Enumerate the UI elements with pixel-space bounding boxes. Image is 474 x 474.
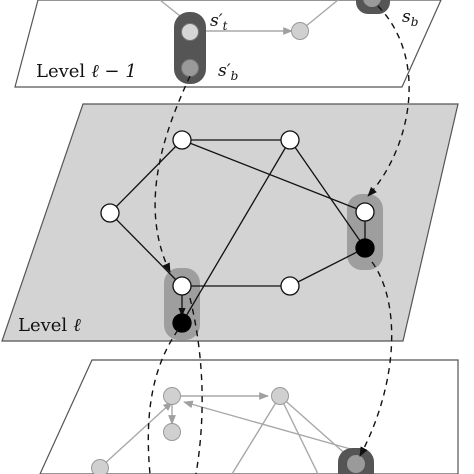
node-middle-filled <box>355 238 375 258</box>
node-s-b-prime <box>181 59 199 77</box>
edge-middle <box>289 139 366 249</box>
node-bottom-faded <box>163 387 181 405</box>
plane-level-l-minus-1 <box>14 0 442 88</box>
edge-bottom-faded <box>279 395 351 459</box>
edge-middle <box>181 139 291 324</box>
node-middle-filled <box>172 313 192 333</box>
edge-middle <box>289 247 366 287</box>
node-bottom-faded <box>91 459 109 474</box>
edge-bottom-faded <box>231 395 281 474</box>
edge-bottom-faded <box>279 395 319 474</box>
node-middle <box>172 276 192 296</box>
plane-level-l <box>1 103 459 342</box>
node-middle <box>280 130 300 150</box>
node-bottom-faded <box>347 455 365 473</box>
edge-bottom-faded <box>101 401 173 467</box>
node-middle <box>100 203 120 223</box>
dashed-link-s-b-prime-down <box>154 75 191 273</box>
node-s-b-top <box>363 0 381 7</box>
node-middle <box>355 202 375 222</box>
node-bottom-faded <box>271 387 289 405</box>
dashed-link-middle-left-down <box>147 329 179 474</box>
dashed-link-s-b-down <box>367 5 410 197</box>
node-middle <box>280 276 300 296</box>
node-top-faded <box>291 22 309 40</box>
edge-middle <box>109 212 183 287</box>
label-s-b-prime: s′b <box>218 61 238 83</box>
edge-middle <box>181 139 366 213</box>
dashed-link-middle-left-up <box>189 297 203 474</box>
edge-bottom-faded <box>183 400 355 451</box>
edge-middle <box>109 139 183 214</box>
lower-plane-content <box>91 387 374 474</box>
label-s-b: sb <box>402 7 418 29</box>
plane-level-lower <box>39 359 459 474</box>
node-bottom-faded <box>163 423 181 441</box>
node-s-t-prime <box>181 23 199 41</box>
node-middle <box>172 130 192 150</box>
label-s-t-prime: s′t <box>210 11 228 33</box>
